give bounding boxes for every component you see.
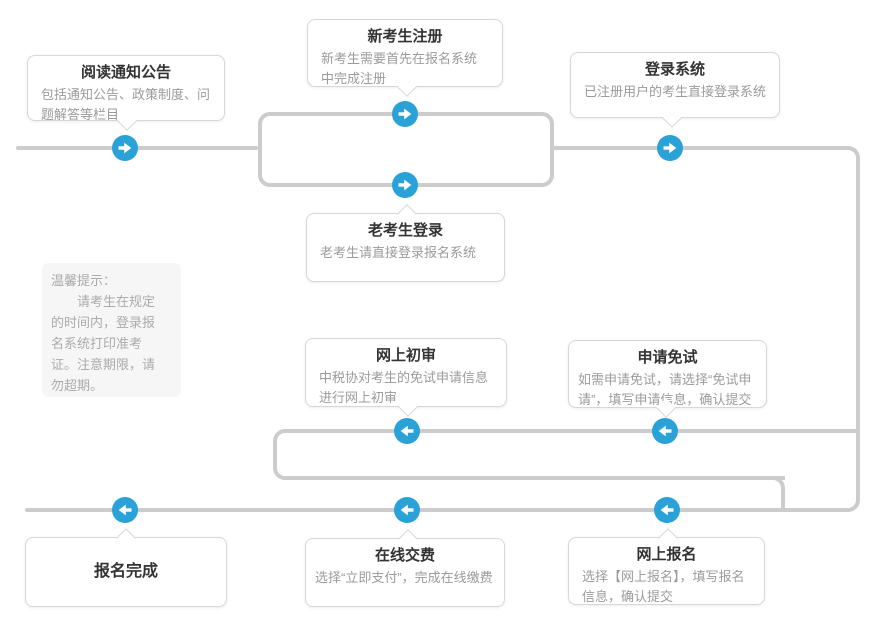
node-title: 阅读通知公告 xyxy=(80,64,171,81)
bubble-pointer-down xyxy=(662,107,682,128)
bubble-pointer-up xyxy=(116,527,136,548)
flow-arrow-right-icon xyxy=(392,101,418,127)
flow-arrow-left-icon xyxy=(652,418,678,444)
node-desc: 老考生请直接登录报名系统 xyxy=(320,245,477,260)
warm-tip-note: 温馨提示： 请考生在规定 的时间内，登录报 名系统打印准考 证。注意期限，请 勿… xyxy=(42,263,181,397)
node-title: 老考生登录 xyxy=(367,222,443,239)
flow-arrow-right-icon xyxy=(112,135,138,161)
flow-arrow-left-icon xyxy=(394,497,420,523)
flow-node-register-done: 报名完成 xyxy=(25,527,227,607)
flow-node-online-review: 网上初审 中税协对考生的免试申请信息进行网上初审 xyxy=(305,338,507,417)
flow-line-middle-return xyxy=(273,452,785,480)
node-desc: 中税协对考生的免试申请信息进行网上初审 xyxy=(319,370,489,405)
node-desc: 选择“立即支付”，完成在线缴费 xyxy=(315,570,493,585)
node-title: 申请免试 xyxy=(637,349,698,366)
node-title: 登录系统 xyxy=(644,61,705,78)
node-desc: 已注册用户的考生直接登录系统 xyxy=(584,84,767,99)
flow-arrow-left-icon xyxy=(112,497,138,523)
flow-node-apply-exemption: 申请免试 如需申请免试，请选择“免试申请”，填写申请信息，确认提交 xyxy=(568,340,767,418)
node-desc: 包括通知公告、政策制度、问题解答等栏目 xyxy=(41,87,211,122)
node-desc: 新考生需要首先在报名系统中完成注册 xyxy=(321,51,478,86)
flow-node-new-register: 新考生注册 新考生需要首先在报名系统中完成注册 xyxy=(307,19,503,97)
flow-arrow-right-icon xyxy=(657,135,683,161)
flow-arrow-right-icon xyxy=(392,172,418,198)
flow-line-middle-top xyxy=(273,429,858,459)
node-title: 新考生注册 xyxy=(367,28,443,45)
node-title: 网上初审 xyxy=(375,347,436,364)
flow-node-online-payment: 在线交费 选择“立即支付”，完成在线缴费 xyxy=(305,528,505,607)
node-title: 网上报名 xyxy=(636,546,697,563)
node-title: 在线交费 xyxy=(374,547,435,564)
node-desc: 选择【网上报名】，填写报名信息，确认提交 xyxy=(582,569,745,604)
flow-node-online-register: 网上报名 选择【网上报名】，填写报名信息，确认提交 xyxy=(568,527,765,605)
flow-node-old-login: 老考生登录 老考生请直接登录报名系统 xyxy=(306,203,505,282)
flow-arrow-left-icon xyxy=(654,497,680,523)
node-title: 报名完成 xyxy=(93,563,158,580)
flow-line-bottom xyxy=(25,508,555,512)
flow-node-read-notice: 阅读通知公告 包括通知公告、政策制度、问题解答等栏目 xyxy=(27,55,225,131)
flow-node-login-system: 登录系统 已注册用户的考生直接登录系统 xyxy=(570,52,780,128)
flow-arrow-left-icon xyxy=(394,418,420,444)
flow-line-middle-drop xyxy=(700,476,785,512)
